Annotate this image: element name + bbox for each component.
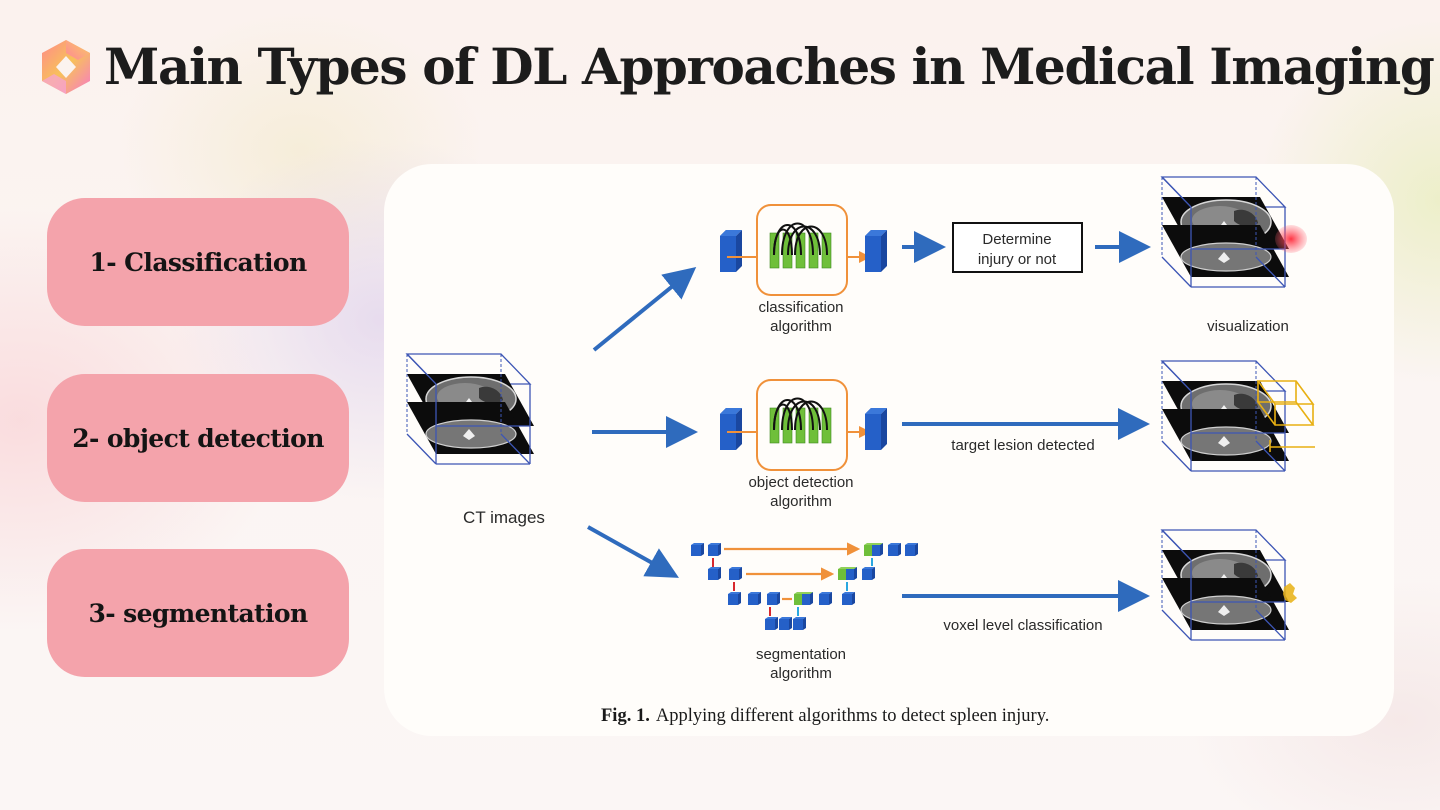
yellow-bounding-box-marker — [1256, 380, 1315, 452]
voxel-classification-label: voxel level classification — [943, 617, 1102, 634]
detection-algorithm-label-line2: algorithm — [770, 493, 832, 510]
ct-images-input — [406, 353, 535, 465]
category-object-detection-button[interactable]: 2- object detection — [47, 374, 349, 502]
category-label: 1- Classification — [89, 247, 307, 277]
red-heatmap-marker — [1275, 225, 1307, 253]
detection-algorithm-label-line1: object detection — [748, 474, 853, 491]
title-bar: Main Types of DL Approaches in Medical I… — [36, 36, 1435, 98]
category-label: 3- segmentation — [88, 598, 308, 628]
page-title: Main Types of DL Approaches in Medical I… — [104, 37, 1435, 96]
decision-box — [952, 222, 1083, 273]
segmentation-algorithm-label-line1: segmentation — [756, 646, 846, 663]
visualization-label: visualization — [1207, 318, 1289, 335]
segmentation-algorithm-label-line2: algorithm — [770, 665, 832, 682]
branch-arrow-classification — [592, 266, 697, 352]
category-segmentation-button[interactable]: 3- segmentation — [47, 549, 349, 677]
yellow-segmentation-mask-marker — [1283, 583, 1297, 603]
segmentation-unet-diagram — [691, 542, 918, 630]
classification-network-diagram — [720, 205, 887, 295]
decision-box-line2: injury or not — [978, 251, 1057, 268]
ct-images-label: CT images — [463, 508, 545, 527]
segmentation-ct-output — [1161, 529, 1297, 641]
target-lesion-label: target lesion detected — [951, 437, 1094, 454]
detection-ct-output — [1161, 360, 1315, 472]
category-label: 2- object detection — [72, 423, 324, 453]
caption-text: Applying different algorithms to detect … — [655, 706, 1050, 726]
caption-prefix: Fig. 1. — [601, 706, 650, 726]
branch-arrow-segmentation — [587, 525, 679, 578]
hexagon-logo-icon — [42, 40, 90, 94]
object-detection-network-diagram — [720, 380, 887, 470]
category-classification-button[interactable]: 1- Classification — [47, 198, 349, 326]
visualization-ct-output — [1161, 176, 1307, 288]
classification-algorithm-label-line2: algorithm — [770, 318, 832, 335]
figure-caption: Fig. 1.Applying different algorithms to … — [601, 706, 1049, 727]
decision-box-line1: Determine — [982, 231, 1051, 248]
classification-algorithm-label-line1: classification — [758, 299, 843, 316]
